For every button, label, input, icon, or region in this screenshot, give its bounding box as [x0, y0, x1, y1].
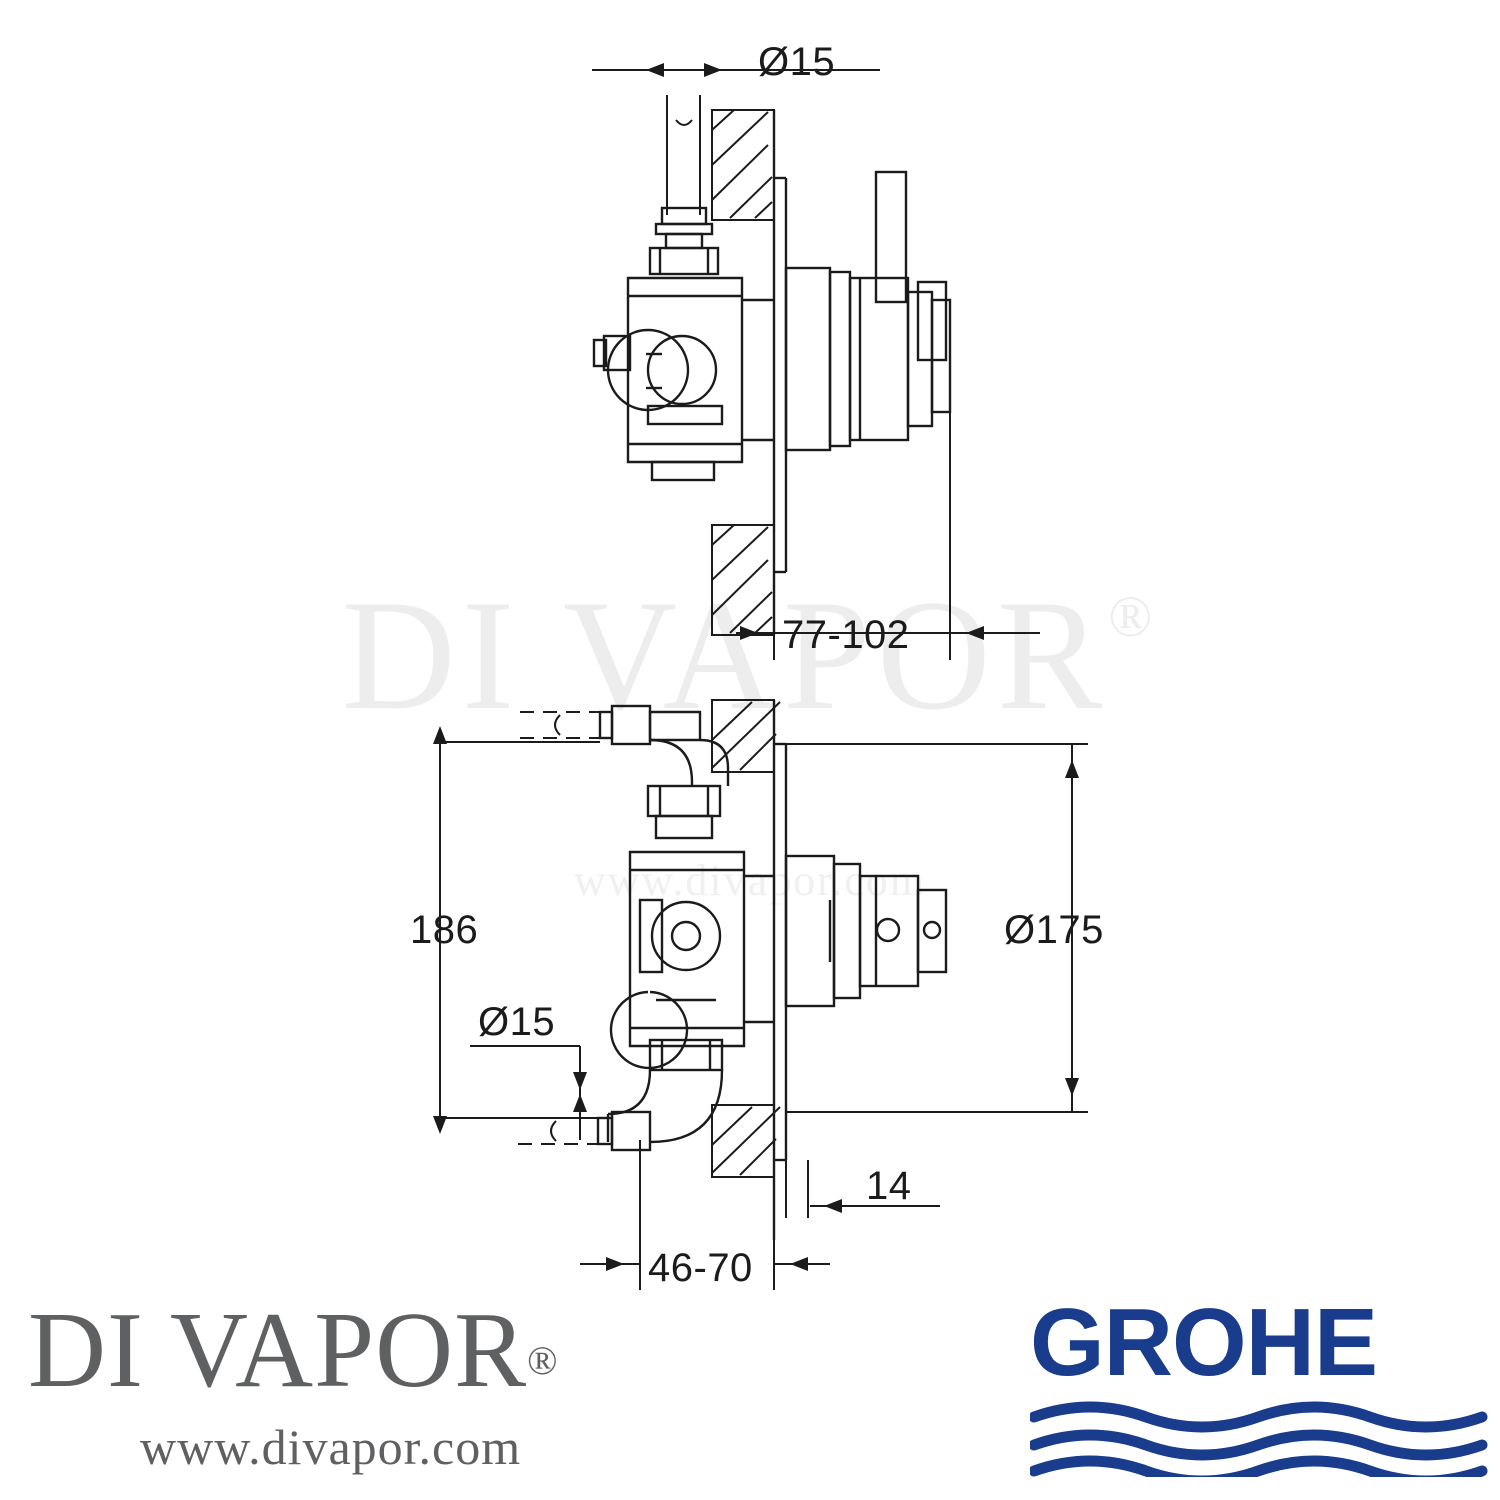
dim-label-14: 14: [866, 1164, 912, 1208]
watermark-registered-icon: ®: [1108, 584, 1159, 649]
dim-label-diameter-175: Ø175: [1004, 908, 1104, 952]
watermark-brand-text: DI VAPOR: [341, 568, 1109, 743]
dim-bottom-diameter-15: [470, 1045, 587, 1140]
dim-label-46-70: 46-70: [648, 1246, 753, 1290]
dim-186: [433, 726, 600, 1134]
inlet-pipe-top: [666, 118, 701, 208]
inlet-elbow-lower: [596, 1038, 724, 1152]
divapor-name: DI VAPOR: [28, 1291, 528, 1410]
watermark-url: www.divapor.com: [573, 856, 927, 905]
dim-label-bottom-diameter-15: Ø15: [478, 1000, 556, 1044]
grohe-logo-text: GROHE: [1030, 1289, 1378, 1396]
inlet-pipe-upper-dashed: [520, 711, 600, 739]
pipe-break-upper: [554, 714, 561, 736]
inlet-pipe-lower-dashed: [518, 1117, 598, 1145]
trim-plate-top: [774, 170, 952, 574]
valve-body-top: [592, 206, 774, 482]
grohe-waves-icon: [1030, 1401, 1488, 1477]
dim-diameter-175: [786, 743, 1088, 1113]
dim-label-wall-depth: 77-102: [782, 613, 910, 657]
watermark-brand: DI VAPOR®: [0, 565, 1500, 747]
dim-top-diameter-15: [592, 63, 880, 215]
dim-label-186: 186: [410, 908, 479, 952]
grohe-logo: GROHE: [1030, 1289, 1490, 1477]
divapor-logo: DI VAPOR®: [28, 1296, 768, 1406]
dim-wall-depth-77-102: [736, 340, 1040, 660]
divapor-url: www.divapor.com: [140, 1419, 522, 1475]
dim-14: [785, 1160, 940, 1218]
wall-section-bottom: [711, 699, 781, 1178]
pipe-break-top: [675, 119, 693, 126]
trim-plate-bottom: [774, 742, 948, 1162]
divapor-logo-text: DI VAPOR®: [28, 1296, 768, 1406]
inlet-elbow-upper: [598, 704, 730, 840]
valve-body-bottom: [609, 850, 774, 1070]
pipe-break-lower: [550, 1120, 557, 1142]
dim-46-70: [580, 1140, 830, 1290]
divapor-registered-icon: ®: [527, 1338, 559, 1383]
dim-label-top-diameter-15: Ø15: [758, 40, 836, 84]
